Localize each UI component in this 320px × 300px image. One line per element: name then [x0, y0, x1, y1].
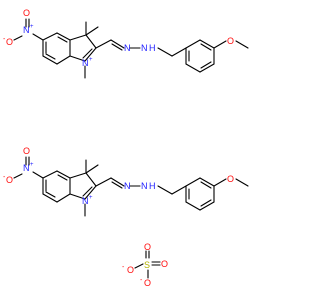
nitro-o-double-label: O [23, 146, 30, 156]
indolium-n-charge: + [89, 195, 93, 201]
sulfate-s-label: S [144, 260, 150, 270]
nitro-o-single-label: O [6, 175, 13, 185]
sulfate-o-right-label: O [161, 259, 168, 269]
hydrazone-h-label: H [149, 43, 156, 53]
sulfate-o-top-label: O [144, 242, 151, 252]
nitro-o-double-label: O [23, 8, 30, 18]
hydrazone-n1-label: N [124, 43, 131, 53]
cation-2: N + O O - N + N N H O [3, 146, 249, 217]
methoxy-o-label: O [227, 174, 234, 184]
background [0, 0, 300, 300]
sulfate-anion: S O O O - O - [122, 242, 168, 288]
sulfate-o-left-label: O [127, 265, 134, 275]
hydrazone-n2-label: N [141, 181, 148, 191]
hydrazone-n1-label: N [124, 181, 131, 191]
sulfate-o-bottom-charge: - [140, 277, 143, 284]
nitro-o-charge: - [3, 174, 6, 181]
indolium-n-label: N [82, 58, 89, 68]
nitro-n-label: N [23, 163, 30, 173]
cation-1: N + O O - N + N N H O [3, 8, 249, 79]
nitro-o-charge: - [3, 36, 6, 43]
indolium-n-label: N [82, 196, 89, 206]
hydrazone-n2-label: N [141, 43, 148, 53]
hydrazone-h-label: H [149, 181, 156, 191]
sulfate-o-bottom-label: O [144, 278, 151, 288]
nitro-n-label: N [23, 25, 30, 35]
molecule-diagram: N + O O - N + N N H O N + O O - N + N N … [0, 0, 300, 300]
indolium-n-charge: + [89, 57, 93, 63]
methoxy-o-label: O [227, 36, 234, 46]
nitro-o-single-label: O [6, 37, 13, 47]
nitro-n-charge: + [30, 24, 34, 30]
nitro-n-charge: + [30, 162, 34, 168]
sulfate-o-left-charge: - [122, 264, 125, 271]
